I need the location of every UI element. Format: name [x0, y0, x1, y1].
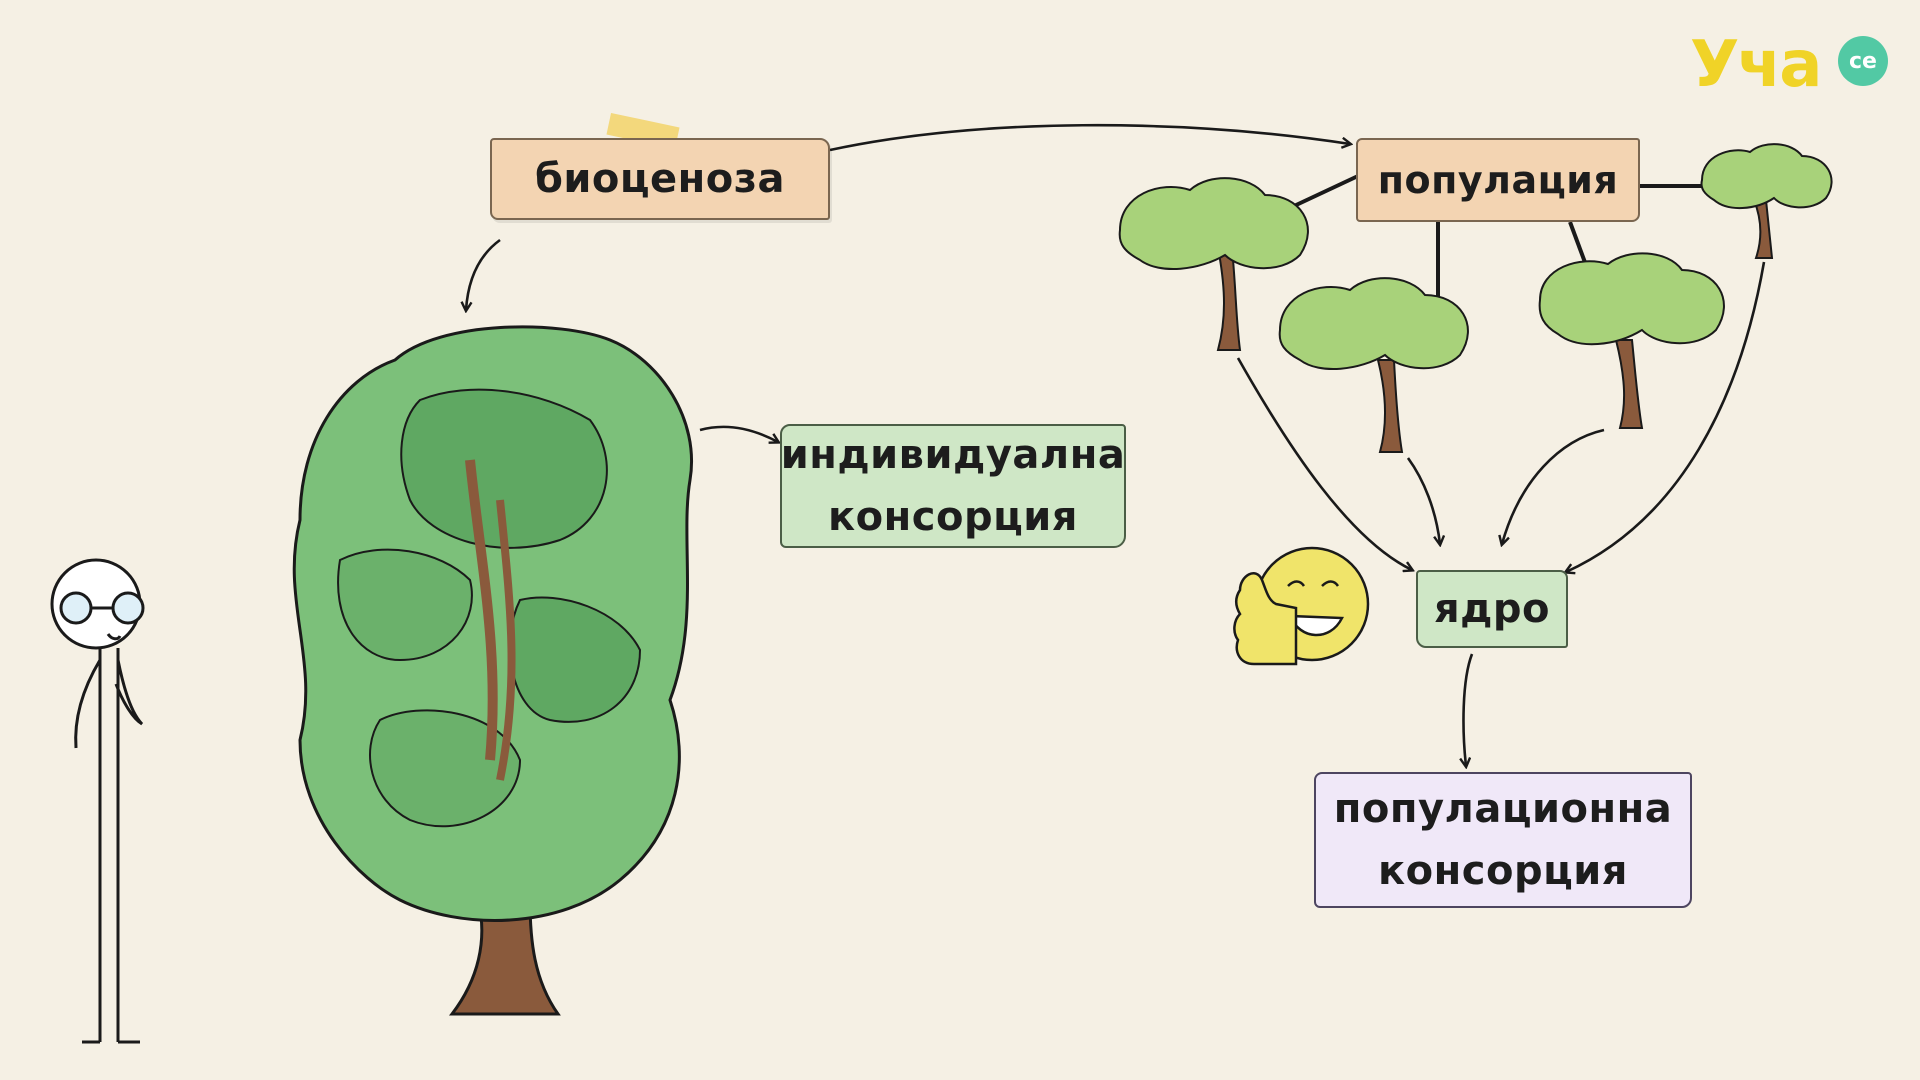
- arrow-icon: [1566, 261, 1766, 572]
- population-consortium-line-1: популационна: [1333, 786, 1673, 832]
- large-tree-icon: [292, 325, 693, 1016]
- core-label: ядро: [1416, 570, 1568, 648]
- brand-logo: Уча се: [1690, 26, 1890, 106]
- individual-consortium-line-2: консорция: [828, 494, 1078, 540]
- stick-figure-icon: [50, 558, 145, 1044]
- population-consortium-line-2: консорция: [1378, 848, 1628, 894]
- small-tree-icon: [1278, 277, 1469, 453]
- population-label: популация: [1356, 138, 1640, 222]
- arrow-icon: [1236, 357, 1412, 570]
- arrows: [466, 123, 1766, 766]
- population-text: популация: [1377, 157, 1619, 202]
- arrow-icon: [1464, 653, 1474, 766]
- arrow-icon: [466, 238, 501, 310]
- population-connectors: [1293, 174, 1702, 310]
- thumbs-up-smiley-icon: [1233, 546, 1370, 666]
- core-text: ядро: [1433, 586, 1551, 632]
- logo-text: Уча: [1690, 28, 1822, 102]
- biocenosis-label: биоценоза: [490, 138, 830, 220]
- small-tree-icon: [1700, 143, 1833, 259]
- arrow-icon: [1502, 428, 1605, 544]
- individual-consortium-line-1: индивидуална: [780, 432, 1126, 478]
- small-tree-icon: [1118, 177, 1309, 351]
- biocenosis-text: биоценоза: [534, 156, 786, 202]
- arrow-icon: [1406, 457, 1440, 544]
- small-tree-icon: [1538, 252, 1725, 429]
- arrow-icon: [829, 123, 1350, 152]
- logo-badge: се: [1838, 36, 1888, 86]
- individual-consortium-label: индивидуална консорция: [780, 424, 1126, 548]
- arrow-icon: [699, 425, 778, 442]
- population-consortium-label: популационна консорция: [1314, 772, 1692, 908]
